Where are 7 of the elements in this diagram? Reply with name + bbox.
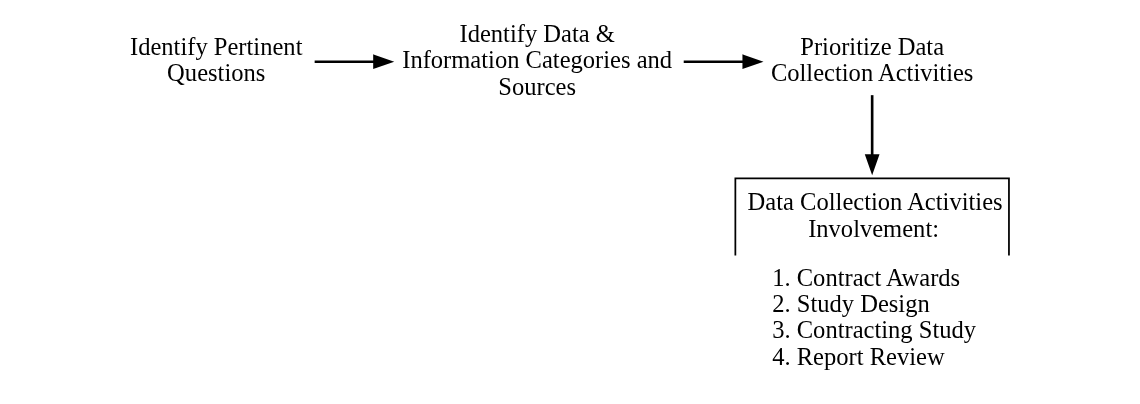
arrow [314,54,394,70]
arrow [864,95,880,176]
node-text: Identify Pertinent Questions [129,33,302,87]
node-text: Prioritize Data Collection Activities [770,33,973,87]
node-text: Data Collection Activities Involvement: 1. Contract Awards 2. Study Design 3. Contracting Study 4. Report Review [747,188,1003,370]
arrow [683,54,763,70]
node-text: Identify Data & Information Categories and Sources [401,19,672,100]
